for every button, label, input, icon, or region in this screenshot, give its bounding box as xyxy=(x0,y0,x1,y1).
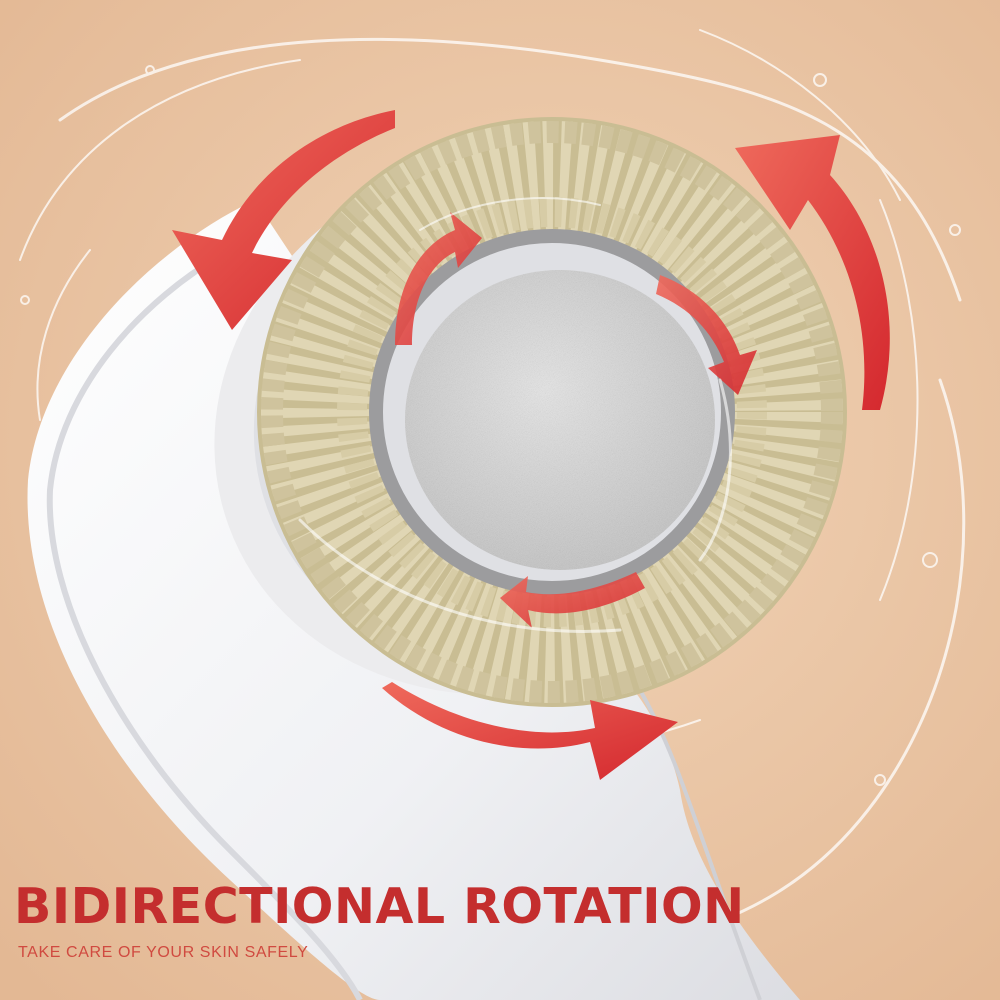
rotation-arrow-icon xyxy=(656,275,757,395)
headline: BIDIRECTIONAL ROTATION xyxy=(14,878,745,935)
tagline: TAKE CARE OF YOUR SKIN SAFELY xyxy=(18,944,309,961)
inner-rotation-arrows xyxy=(395,212,757,628)
outer-rotation-arrows xyxy=(172,110,890,780)
rotation-arrow-icon xyxy=(395,212,482,345)
splash-highlights xyxy=(298,197,732,634)
pumice-stone xyxy=(405,270,715,570)
rotation-arrow-icon xyxy=(382,682,678,780)
bristle-ring xyxy=(257,117,847,707)
rotation-arrow-icon xyxy=(172,110,395,330)
rotation-arrow-icon xyxy=(500,572,645,628)
rotation-arrow-icon xyxy=(735,135,890,410)
